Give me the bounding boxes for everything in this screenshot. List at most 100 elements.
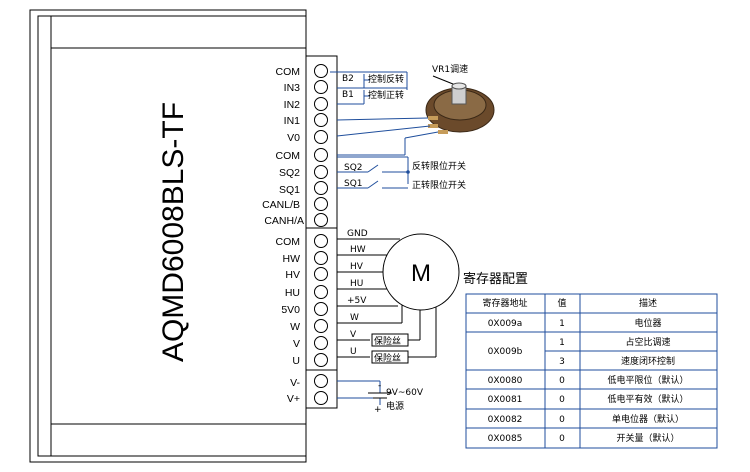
terminal-screw [314,130,328,144]
sq2-tag: SQ2 [344,163,363,173]
terminal-label: 5V0 [281,304,300,316]
table-cell-description: 低电平有效（默认） [607,393,688,405]
table-cell-value: 1 [559,319,565,329]
terminal-label: IN2 [284,99,301,111]
terminal-label: V [293,338,300,350]
terminal-screw [314,80,328,94]
fuse-u [371,350,409,364]
terminal-screw [314,285,328,299]
table-cell-address: 0X0081 [488,395,523,405]
terminal-screw [314,113,328,127]
terminal-screw [314,302,328,316]
terminal-label: COM [276,66,301,78]
table-header: 值 [557,297,566,309]
terminal-label: CANL/B [262,199,300,211]
register-table-title: 寄存器配置 [463,271,528,287]
motor-wire-label: +5V [347,296,367,306]
potentiometer-icon [425,75,495,134]
fuse-v [371,333,409,347]
power-voltage: 9V~60V [386,388,424,398]
switch-b2-tag: B2 [342,74,354,84]
motor-wire-label: U [350,347,357,357]
terminal-label: HW [283,253,301,265]
motor-wire-label: HV [350,262,364,272]
motor-wire-label: HU [350,279,363,289]
register-table [465,293,718,449]
power-minus: - [378,381,381,391]
table-cell-description: 电位器 [634,317,661,329]
table-cell-address: 0X0082 [488,415,523,425]
table-cell-address: 0X0085 [488,434,523,444]
terminal-screw [314,148,328,162]
switch-b1-wiring [337,87,407,105]
terminal-screw [314,374,328,388]
table-cell-value: 3 [559,357,565,367]
switch-b2-label: 控制反转 [368,73,404,85]
table-cell-description: 占空比调速 [625,336,670,348]
table-cell-address: 0X009b [488,347,523,357]
terminal-label: CANH/A [264,215,304,227]
terminal-label: COM [276,150,301,162]
terminal-screw [314,234,328,248]
motor-wire-label: HW [350,245,366,255]
switch-b1-label: 控制正转 [368,89,404,101]
power-wiring [337,380,392,405]
terminal-screw [314,97,328,111]
table-cell-value: 0 [559,376,565,386]
table-cell-value: 0 [559,434,565,444]
table-cell-description: 开关量（默认） [616,432,679,444]
motor-wire-label: V [350,330,357,340]
terminal-label: HU [285,287,300,299]
terminal-label: SQ1 [279,184,300,196]
motor-wire-label: W [350,313,359,323]
switch-b2-wiring [330,71,408,90]
terminal-screw [314,251,328,265]
terminal-screw [314,181,328,195]
table-cell-description: 低电平限位（默认） [607,374,688,386]
terminal-screw [314,353,328,367]
terminal-label: W [290,321,300,333]
terminal-label: IN1 [284,115,301,127]
terminal-screw [314,336,328,350]
potentiometer-label: VR1调速 [432,64,468,75]
motor-wiring [337,238,437,358]
terminal-screw [314,197,328,211]
switch-b1-tag: B1 [342,90,354,100]
terminal-label: IN3 [284,82,301,94]
sq-wiring [337,156,410,189]
terminal-screw [314,319,328,333]
sq1-label: 正转限位开关 [412,179,466,191]
terminal-label: V+ [287,393,300,405]
motor-icon [382,233,460,311]
table-cell-value: 0 [559,395,565,405]
power-label: 电源 [386,400,404,412]
table-cell-address: 0X009a [488,319,523,329]
terminal-screw [314,267,328,281]
terminal-label: SQ2 [279,167,300,179]
terminal-label: V0 [287,132,300,144]
terminal-label: U [292,355,300,367]
table-header: 寄存器地址 [482,297,527,309]
model-label: AQMD6008BLS-TF [157,102,190,362]
motor-symbol: M [411,260,431,287]
motor-wire-label: GND [347,229,368,239]
table-cell-description: 速度闭环控制 [621,355,675,367]
table-header: 描述 [639,297,657,309]
controller-body [29,9,307,463]
terminal-label: HV [285,269,300,281]
power-plus: + [374,405,382,415]
sq2-label: 反转限位开关 [412,160,466,172]
terminal-screw [314,165,328,179]
fuse-v-label: 保险丝 [374,335,401,347]
fuse-u-label: 保险丝 [374,352,401,364]
potentiometer-wiring [336,117,439,156]
terminal-screw [314,213,328,227]
table-cell-value: 0 [559,415,565,425]
table-cell-address: 0X0080 [488,376,523,386]
terminal-screw [314,64,328,78]
terminal-label: COM [276,236,301,248]
table-cell-description: 单电位器（默认） [612,413,684,425]
terminal-circles [314,64,328,405]
terminal-label: V- [290,377,300,389]
